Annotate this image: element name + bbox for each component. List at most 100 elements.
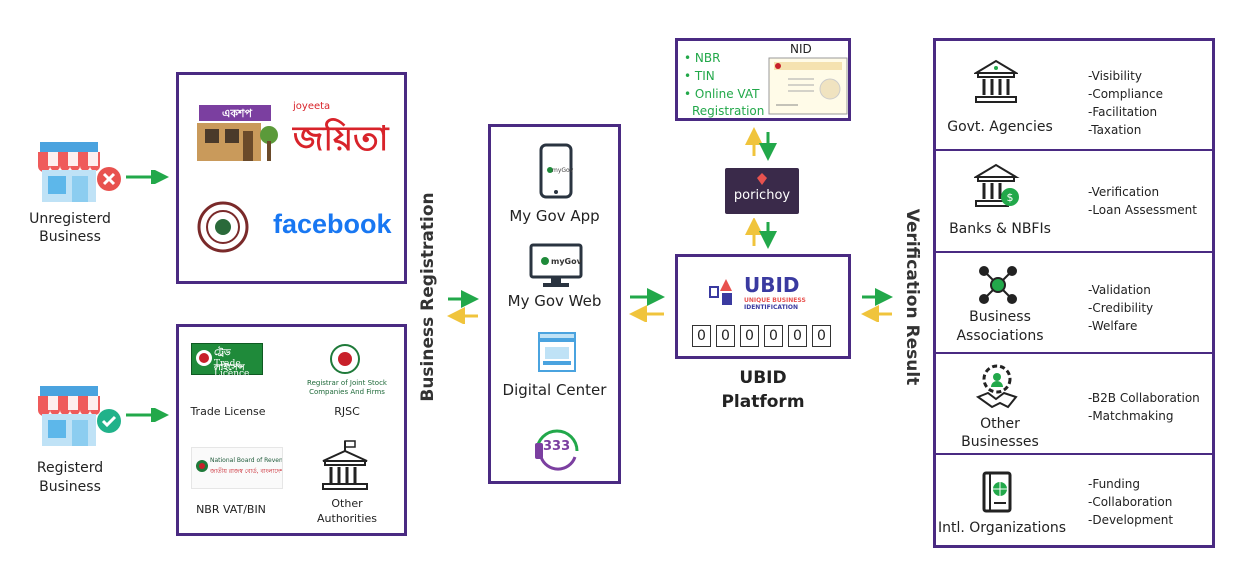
- check-badge-icon: [97, 409, 121, 433]
- facebook-logo: facebook: [273, 209, 392, 239]
- result-name: Govt. Agencies: [947, 119, 1053, 135]
- monitor-icon: [529, 243, 583, 287]
- arrows-porichoy-ubid: [745, 218, 777, 249]
- result-name: Intl. Organizations: [938, 520, 1067, 536]
- ubid-logo-sub2: IDENTIFICATION: [744, 304, 799, 311]
- bd-emblem-icon: [196, 460, 208, 472]
- result-item: -Matchmaking: [1088, 409, 1174, 423]
- divider: [936, 352, 1212, 354]
- rjsc-label: RJSC: [334, 405, 360, 418]
- divider: [936, 149, 1212, 151]
- nbr-logo-en: National Board of Revenue, Bangladesh: [210, 457, 282, 464]
- business-registration-label: Business Registration: [418, 192, 438, 402]
- svg-text:$: $: [1007, 191, 1014, 204]
- results-box: Govt. Agencies -Visibility -Compliance -…: [933, 38, 1215, 548]
- other-authorities-label-1: Other: [331, 497, 363, 510]
- mygov-web-logo: myGov: [551, 257, 582, 266]
- nid-card-icon: [768, 57, 848, 115]
- nid-title: NID: [790, 42, 812, 56]
- mobile-phone-icon: [539, 143, 573, 199]
- joyeeta-small-text: joyeeta: [293, 101, 331, 112]
- shop-icon: [38, 142, 100, 202]
- result-item: -Welfare: [1088, 319, 1138, 333]
- nid-item-vat-2: Registration: [692, 104, 765, 118]
- joyeeta-logo: জয়িতা: [293, 119, 389, 159]
- nid-box: • NBR • TIN • Online VAT Registration NI…: [675, 38, 851, 121]
- result-item: -Visibility: [1088, 69, 1142, 83]
- porichoy-mark-icon: [757, 173, 767, 185]
- trade-license-label: Trade License: [190, 405, 266, 418]
- trade-licence-logo: ট্রেড লাইসেন্স Trade Licence: [191, 343, 263, 379]
- result-name-2: Associations: [956, 328, 1044, 344]
- government-building-icon: [322, 440, 368, 490]
- ubid-digit: 0: [740, 325, 759, 347]
- nbr-logo-bn: জাতীয় রাজস্ব বোর্ড, বাংলাদেশ: [210, 468, 282, 475]
- result-name-1: Other: [980, 416, 1020, 432]
- ubid-number: 0 0 0 0 0 0: [692, 325, 838, 349]
- nid-item-tin: • TIN: [684, 69, 715, 83]
- authorities-box: ট্রেড লাইসেন্স Trade Licence Trade Licen…: [176, 324, 407, 536]
- nid-item-nbr: • NBR: [684, 51, 721, 65]
- unregistered-label-1: Unregisterd: [29, 211, 111, 227]
- arrow-registered: [126, 408, 169, 422]
- result-item: -Development: [1088, 513, 1174, 527]
- trade-licence-en: Trade Licence: [214, 359, 250, 379]
- nbr-logo: National Board of Revenue, Bangladesh জা…: [191, 447, 283, 489]
- ubid-mark-icon: [709, 279, 732, 305]
- passport-globe-icon: [982, 471, 1012, 513]
- ubid-logo-sub1: UNIQUE BUSINESS: [744, 297, 806, 304]
- ubid-digit: 0: [764, 325, 783, 347]
- other-authorities-label-2: Authorities: [317, 512, 377, 525]
- result-item: -Loan Assessment: [1088, 203, 1197, 217]
- registered-label-1: Registerd: [36, 460, 104, 476]
- shop-icon: [38, 386, 100, 446]
- informal-platforms-box: একশপ joyeeta জয়িতা facebook: [176, 72, 407, 284]
- bscic-seal-icon: [197, 201, 249, 253]
- nid-item-vat: • Online VAT: [684, 87, 760, 101]
- rjsc-logo-text: Registrar of Joint Stock Companies And F…: [307, 379, 387, 396]
- porichoy-logo: porichoy: [725, 168, 799, 214]
- mygov-web-label: My Gov Web: [507, 292, 602, 310]
- helpline-333-text: 333: [543, 439, 571, 454]
- ekshop-text: একশপ: [221, 107, 253, 120]
- helpline-333-icon: [535, 429, 579, 471]
- digital-center-icon: [538, 332, 576, 372]
- ubid-digit: 0: [716, 325, 735, 347]
- network-people-icon: [979, 266, 1017, 304]
- divider: [936, 251, 1212, 253]
- trade-licence-bn: ট্রেড লাইসেন্স: [214, 348, 245, 373]
- arrows-to-results: [861, 288, 893, 322]
- result-item: -Funding: [1088, 477, 1140, 491]
- arrow-unregistered: [126, 170, 169, 184]
- registered-label-2: Business: [39, 479, 101, 495]
- ubid-digit: 0: [812, 325, 831, 347]
- result-item: -Compliance: [1088, 87, 1163, 101]
- bank-icon: $: [974, 163, 1020, 207]
- government-building-icon: [974, 59, 1018, 103]
- result-item: -Credibility: [1088, 301, 1154, 315]
- result-name-1: Business: [969, 309, 1031, 325]
- arrows-to-ubid: [629, 288, 665, 322]
- mygov-app-label: My Gov App: [509, 207, 600, 225]
- handshake-gear-icon: [975, 364, 1018, 409]
- cross-badge-icon: [97, 167, 121, 191]
- result-item: -Facilitation: [1088, 105, 1158, 119]
- mygov-app-logo: myGov: [552, 167, 574, 174]
- unregistered-label-2: Business: [39, 229, 101, 245]
- result-item: -B2B Collaboration: [1088, 391, 1200, 405]
- ubid-logo-text: UBID: [744, 273, 800, 297]
- bd-emblem-icon: [330, 344, 360, 374]
- verification-result-label: Verification Result: [902, 208, 922, 386]
- porichoy-text: porichoy: [733, 188, 791, 203]
- result-item: -Taxation: [1088, 123, 1142, 137]
- arrows-to-channels: [447, 290, 479, 324]
- digital-center-label: Digital Center: [502, 381, 607, 399]
- result-name-2: Businesses: [961, 434, 1039, 450]
- divider: [936, 453, 1212, 455]
- arrows-nid-porichoy: [745, 127, 777, 161]
- result-item: -Collaboration: [1088, 495, 1173, 509]
- ekshop-logo: [197, 105, 278, 161]
- ubid-digit: 0: [788, 325, 807, 347]
- ubid-platform-title-1: UBID: [739, 368, 787, 388]
- result-item: -Validation: [1088, 283, 1151, 297]
